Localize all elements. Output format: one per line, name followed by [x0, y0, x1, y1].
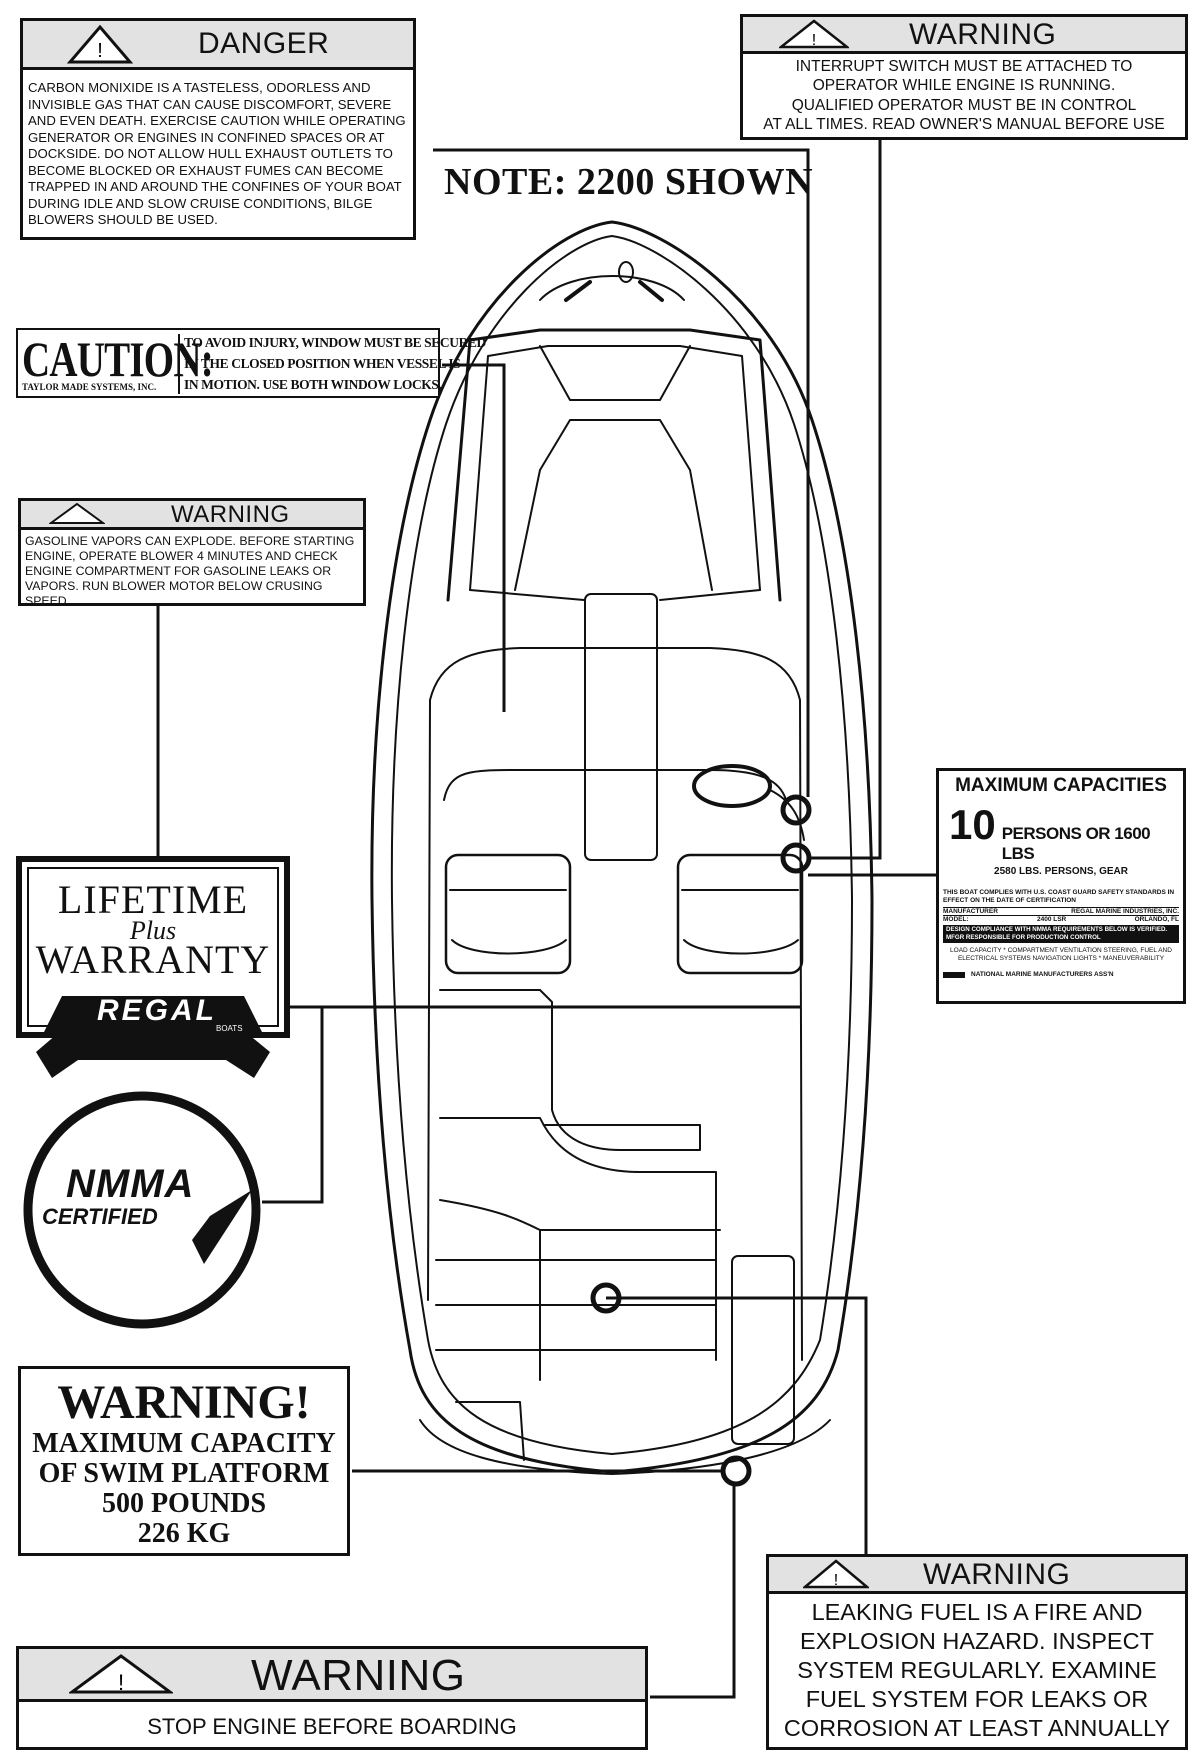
svg-text:!: ! — [834, 1572, 838, 1589]
leader-note — [433, 148, 810, 797]
svg-text:!: ! — [812, 32, 816, 49]
interrupt-line-2: OPERATOR WHILE ENGINE IS RUNNING. — [812, 76, 1116, 94]
caution-line-2: IN THE CLOSED POSITION WHEN VESSEL IS — [184, 356, 461, 371]
warning-triangle-icon: ! — [803, 1559, 869, 1589]
caution-title: CAUTION: — [22, 331, 214, 387]
gasoline-warning-label: WARNING GASOLINE VAPORS CAN EXPLODE. BEF… — [18, 498, 366, 608]
capacity-model-label: MODEL: — [943, 916, 969, 923]
interrupt-warning-header: ! WARNING — [743, 17, 1185, 54]
fuel-line-2: EXPLOSION HAZARD. INSPECT — [800, 1628, 1154, 1654]
danger-label: ! DANGER CARBON MONIXIDE IS A TASTELESS,… — [20, 18, 416, 240]
capacity-city: ORLANDO, FL — [1134, 916, 1179, 923]
svg-text:!: ! — [118, 1670, 124, 1695]
danger-text: CARBON MONIXIDE IS A TASTELESS, ODORLESS… — [28, 80, 406, 227]
nmma-line-2: CERTIFIED — [42, 1204, 158, 1229]
fuel-line-4: FUEL SYSTEM FOR LEAKS OR — [805, 1686, 1149, 1712]
nmma-line-1: NMMA — [66, 1162, 195, 1206]
fuel-warning-header: ! WARNING — [769, 1557, 1185, 1594]
swim-line-2: OF SWIM PLATFORM — [38, 1458, 330, 1489]
warning-triangle-icon: ! — [69, 1654, 173, 1695]
regal-logo-sub: BOATS — [216, 1024, 243, 1033]
fuel-line-5: CORROSION AT LEAST ANNUALLY — [783, 1715, 1171, 1741]
capacity-gear: 2580 LBS. PERSONS, GEAR — [994, 866, 1128, 877]
leader-boarding — [650, 1484, 736, 1699]
warranty-badge: LIFETIME Plus WARRANTY REGAL BOATS — [16, 856, 290, 1082]
capacity-persons: 10 — [949, 801, 996, 848]
boarding-warning-header: ! WARNING — [19, 1649, 645, 1702]
leader-caution — [442, 363, 506, 712]
fuel-line-3: SYSTEM REGULARLY. EXAMINE — [797, 1657, 1157, 1683]
interrupt-warning-title: WARNING — [909, 18, 1057, 51]
danger-header: ! DANGER — [23, 21, 413, 70]
boarding-text: STOP ENGINE BEFORE BOARDING — [147, 1714, 517, 1739]
boarding-warning-label: ! WARNING STOP ENGINE BEFORE BOARDING — [16, 1646, 648, 1750]
leader-nmma — [262, 1007, 324, 1204]
capacity-footer: NATIONAL MARINE MANUFACTURERS ASS'N — [971, 971, 1114, 978]
gasoline-text: GASOLINE VAPORS CAN EXPLODE. BEFORE STAR… — [25, 534, 355, 608]
warning-triangle-icon: ! — [779, 19, 849, 49]
caution-label: CAUTION: TAYLOR MADE SYSTEMS, INC. TO AV… — [16, 328, 486, 398]
warning-triangle-icon — [49, 502, 105, 524]
capacity-plate: MAXIMUM CAPACITIES 10 PERSONS OR 1600 LB… — [936, 768, 1186, 1004]
danger-title: DANGER — [198, 27, 330, 60]
swim-platform-warning-label: WARNING! MAXIMUM CAPACITY OF SWIM PLATFO… — [18, 1366, 350, 1556]
nmma-mini-icon — [943, 971, 965, 978]
capacity-manufacturer-label: MANUFACTURER — [943, 908, 998, 915]
interrupt-line-4: AT ALL TIMES. READ OWNER'S MANUAL BEFORE… — [763, 115, 1165, 133]
fuel-warning-label: ! WARNING LEAKING FUEL IS A FIRE AND EXP… — [766, 1554, 1188, 1750]
swim-line-1: MAXIMUM CAPACITY — [32, 1428, 336, 1459]
warranty-line-3: WARRANTY — [35, 937, 271, 982]
gasoline-warning-header: WARNING — [21, 501, 363, 530]
interrupt-line-3: QUALIFIED OPERATOR MUST BE IN CONTROL — [791, 97, 1137, 114]
warning-triangle-icon: ! — [67, 24, 133, 64]
nmma-badge: NMMA CERTIFIED — [20, 1090, 264, 1330]
leader-fuel — [606, 1296, 868, 1556]
capacity-persons-text: PERSONS OR 1600 LBS — [1001, 824, 1151, 863]
note-heading: NOTE: 2200 SHOWN — [444, 161, 814, 203]
warranty-line-1: LIFETIME — [57, 877, 249, 922]
gasoline-warning-title: WARNING — [171, 501, 290, 528]
capacity-complies: THIS BOAT COMPLIES WITH U.S. COAST GUARD… — [943, 889, 1175, 904]
capacity-title: MAXIMUM CAPACITIES — [955, 775, 1167, 796]
svg-text:!: ! — [97, 40, 103, 62]
fuel-warning-title: WARNING — [923, 1558, 1071, 1591]
capacity-model-value: 2400 LSR — [1036, 916, 1067, 923]
regal-logo: REGAL — [97, 994, 217, 1027]
interrupt-line-1: INTERRUPT SWITCH MUST BE ATTACHED TO — [795, 58, 1133, 75]
swim-title: WARNING! — [57, 1376, 311, 1429]
swim-line-3: 500 POUNDS — [101, 1488, 267, 1519]
fuel-line-1: LEAKING FUEL IS A FIRE AND — [811, 1599, 1143, 1625]
caution-line-1: TO AVOID INJURY, WINDOW MUST BE SECURED — [184, 335, 486, 350]
caution-line-3: IN MOTION. USE BOTH WINDOW LOCKS. — [184, 377, 442, 392]
capacity-manufacturer-value: REGAL MARINE INDUSTRIES, INC. — [1071, 908, 1179, 915]
warranty-line-2: Plus — [129, 916, 177, 945]
boarding-warning-title: WARNING — [251, 1651, 466, 1700]
capacity-design-compliance: DESIGN COMPLIANCE WITH NMMA REQUIREMENTS… — [943, 925, 1179, 943]
caution-maker: TAYLOR MADE SYSTEMS, INC. — [22, 382, 157, 392]
leader-interrupt — [810, 138, 882, 860]
swim-line-4: 226 KG — [137, 1518, 231, 1549]
interrupt-warning-label: ! WARNING INTERRUPT SWITCH MUST BE ATTAC… — [740, 14, 1188, 140]
capacity-items: LOAD CAPACITY * COMPARTMENT VENTILATION … — [950, 947, 1172, 962]
